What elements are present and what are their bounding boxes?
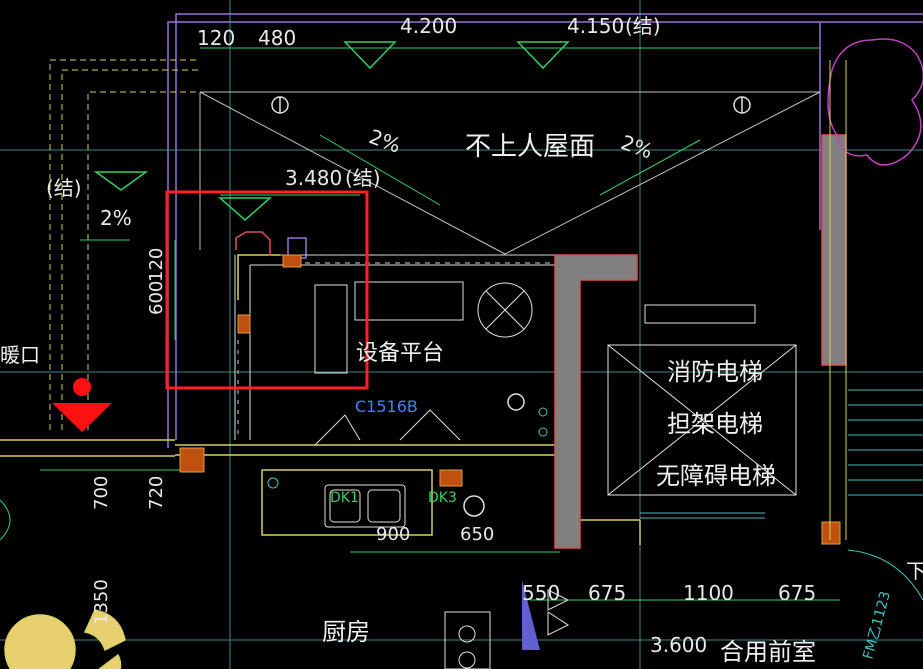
left-partial-label: 暖口 — [0, 343, 40, 367]
struct-mark-mid: (结) — [345, 166, 381, 190]
kitchen-dims: 900 650 — [376, 524, 494, 545]
dim-650: 650 — [460, 524, 494, 545]
dim-4200: 4.200 — [400, 14, 457, 38]
dim-675-b: 675 — [778, 581, 816, 605]
dimension-lines — [40, 47, 840, 601]
dim-1350: 1350 — [91, 579, 112, 625]
dim-900: 900 — [376, 524, 410, 545]
dim-675-a: 675 — [588, 581, 626, 605]
highlight-box[interactable] — [165, 190, 369, 390]
platform-label: 设备平台 — [356, 341, 444, 366]
struct-mark-left: (结) — [46, 176, 82, 200]
fire-door-tag: FM乙1123 — [860, 590, 894, 662]
left-structure-lines — [49, 59, 200, 430]
section-marker — [52, 378, 112, 432]
equipment-outline — [235, 231, 271, 256]
dim-120-left: 120 — [146, 248, 167, 282]
dim-120-top: 120 — [197, 26, 235, 50]
dim-3600: 3.600 — [650, 633, 707, 657]
balustrade — [237, 254, 555, 440]
dim-720: 720 — [146, 476, 167, 510]
dim-550: 550 — [522, 581, 560, 605]
stretcher-elevator-label: 担架电梯 — [667, 410, 763, 438]
slope-mid-right: 2% — [618, 130, 656, 163]
stove — [444, 611, 491, 669]
hatch-blocks — [179, 254, 841, 545]
fire-elevator-label: 消防电梯 — [667, 358, 763, 386]
elevation-markers — [93, 41, 570, 221]
dk-labels: DK1 DK3 — [330, 490, 457, 506]
dim-1100: 1100 — [683, 581, 734, 605]
slope-left: 2% — [100, 206, 132, 230]
lobby-label: 合用前室 — [720, 638, 816, 666]
elevator-shaft — [554, 134, 847, 549]
roof-outline — [167, 13, 923, 448]
accessible-elevator-label: 无障碍电梯 — [656, 462, 776, 490]
arrow-heads — [547, 589, 570, 636]
tree-symbol — [827, 38, 923, 166]
elevator-labels: 消防电梯 担架电梯 无障碍电梯 — [656, 358, 776, 490]
left-arc — [0, 499, 11, 541]
roof-label: 不上人屋面 — [465, 132, 595, 162]
dining-table — [4, 609, 126, 669]
platform-edge — [0, 254, 641, 545]
kitchen-sink — [324, 484, 406, 528]
dim-480-top: 480 — [258, 26, 296, 50]
roof-drains — [271, 96, 751, 517]
dim-3480: 3.480 — [285, 166, 342, 190]
roof-slope-lines — [199, 91, 821, 255]
vertical-dims: 120 600 700 720 1350 — [91, 248, 167, 625]
window-c1516b — [314, 409, 461, 446]
dim-700: 700 — [91, 476, 112, 510]
struct-mark-top: (结) — [625, 14, 661, 38]
slope-mid-left: 2% — [366, 124, 404, 157]
stair-lines — [847, 389, 923, 601]
edge-char: 下 — [906, 559, 923, 583]
door-swing — [522, 580, 540, 650]
small-circles — [267, 407, 548, 489]
bottom-dims: 550 675 1100 675 3.600 — [522, 581, 816, 657]
dim-4150: 4.150 — [567, 14, 624, 38]
dk3-label: DK3 — [428, 490, 457, 506]
dim-600-left: 600 — [146, 281, 167, 315]
window-tag: C1516B — [355, 397, 418, 416]
kitchen-label: 厨房 — [322, 618, 370, 646]
dk1-label: DK1 — [330, 490, 359, 506]
right-walls — [829, 60, 847, 540]
dimension-text: 120 480 4.200 4.150 (结) 3.480 (结) (结) 2%… — [46, 14, 661, 230]
